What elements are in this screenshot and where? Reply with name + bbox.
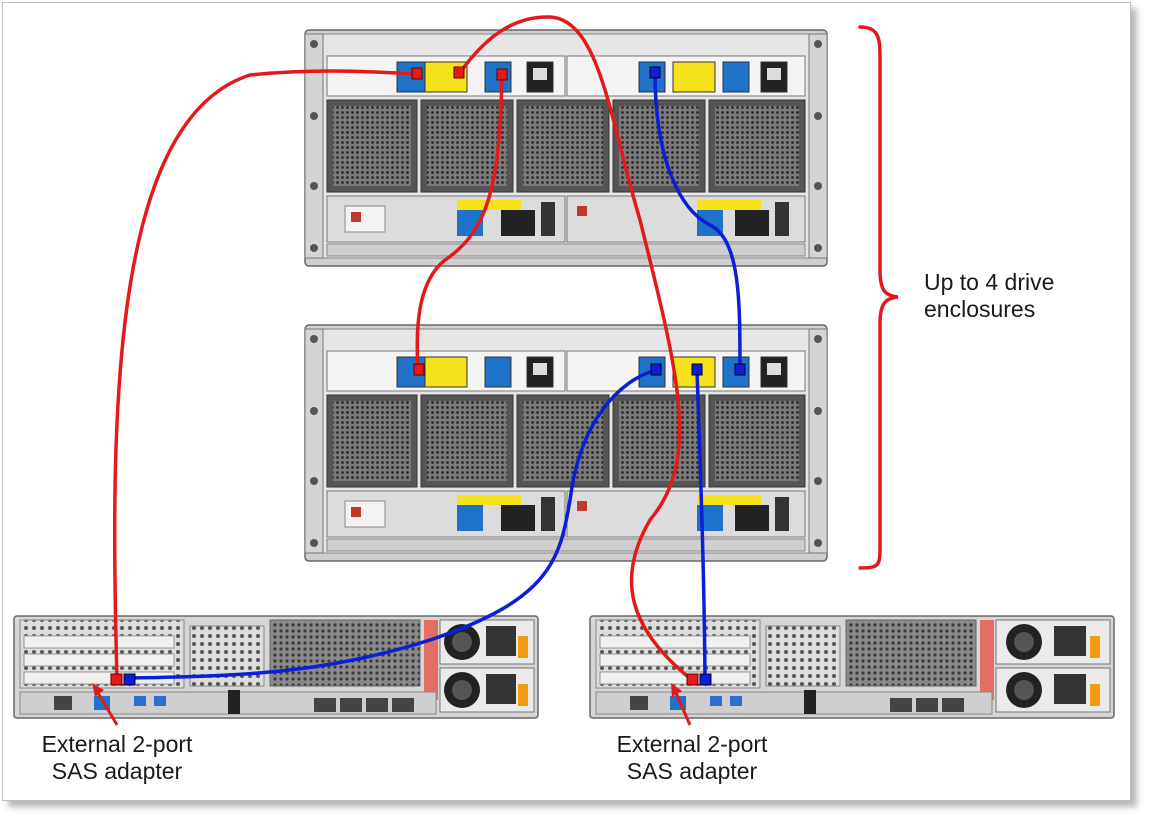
enclosure-bracket (858, 25, 899, 570)
fan-row (326, 99, 806, 193)
cable-red-enclosure1-to-server2 (457, 15, 694, 682)
io-module-a (326, 350, 566, 392)
io-module-b (566, 55, 806, 97)
cable-blue-enclosure1-to-enclosure2 (653, 70, 742, 372)
server-1-psu-top (439, 619, 535, 665)
cable-blue-enclosure2-to-server2 (695, 368, 707, 680)
cable-blue-enclosure2-to-server1 (128, 368, 658, 680)
sas-adapter-label-1: External 2-port SAS adapter (24, 731, 210, 785)
server-2 (589, 615, 1115, 719)
server-2-psu-top (995, 619, 1111, 665)
sas-adapter-label-2-line1: External 2-port (616, 731, 768, 757)
pointer-arrow-2 (671, 683, 692, 726)
server-1-psu-bottom (439, 667, 535, 713)
io-module-b (566, 350, 806, 392)
cable-red-server1-to-enclosure1 (112, 69, 417, 682)
drive-enclosures-label-line2: enclosures (924, 296, 1036, 322)
sas-adapter-label-1-line1: External 2-port (41, 731, 193, 757)
pointer-arrow-1 (92, 683, 119, 726)
sas-adapter-label-2: External 2-port SAS adapter (597, 731, 787, 785)
drive-enclosures-label: Up to 4 drive enclosures (924, 269, 1054, 323)
drive-enclosures-label-line1: Up to 4 drive (924, 269, 1055, 295)
cable-connectors (110, 66, 746, 686)
sas-adapter-label-1-line2: SAS adapter (51, 758, 183, 784)
fan-row (326, 394, 806, 488)
sas-adapter-label-2-line2: SAS adapter (626, 758, 758, 784)
server-1 (13, 615, 539, 719)
io-module-a (326, 55, 566, 97)
drive-enclosure-1 (304, 29, 828, 267)
server-2-psu-bottom (995, 667, 1111, 713)
cable-red-enclosure1-to-enclosure2 (415, 72, 504, 372)
power-supplies (326, 490, 806, 538)
